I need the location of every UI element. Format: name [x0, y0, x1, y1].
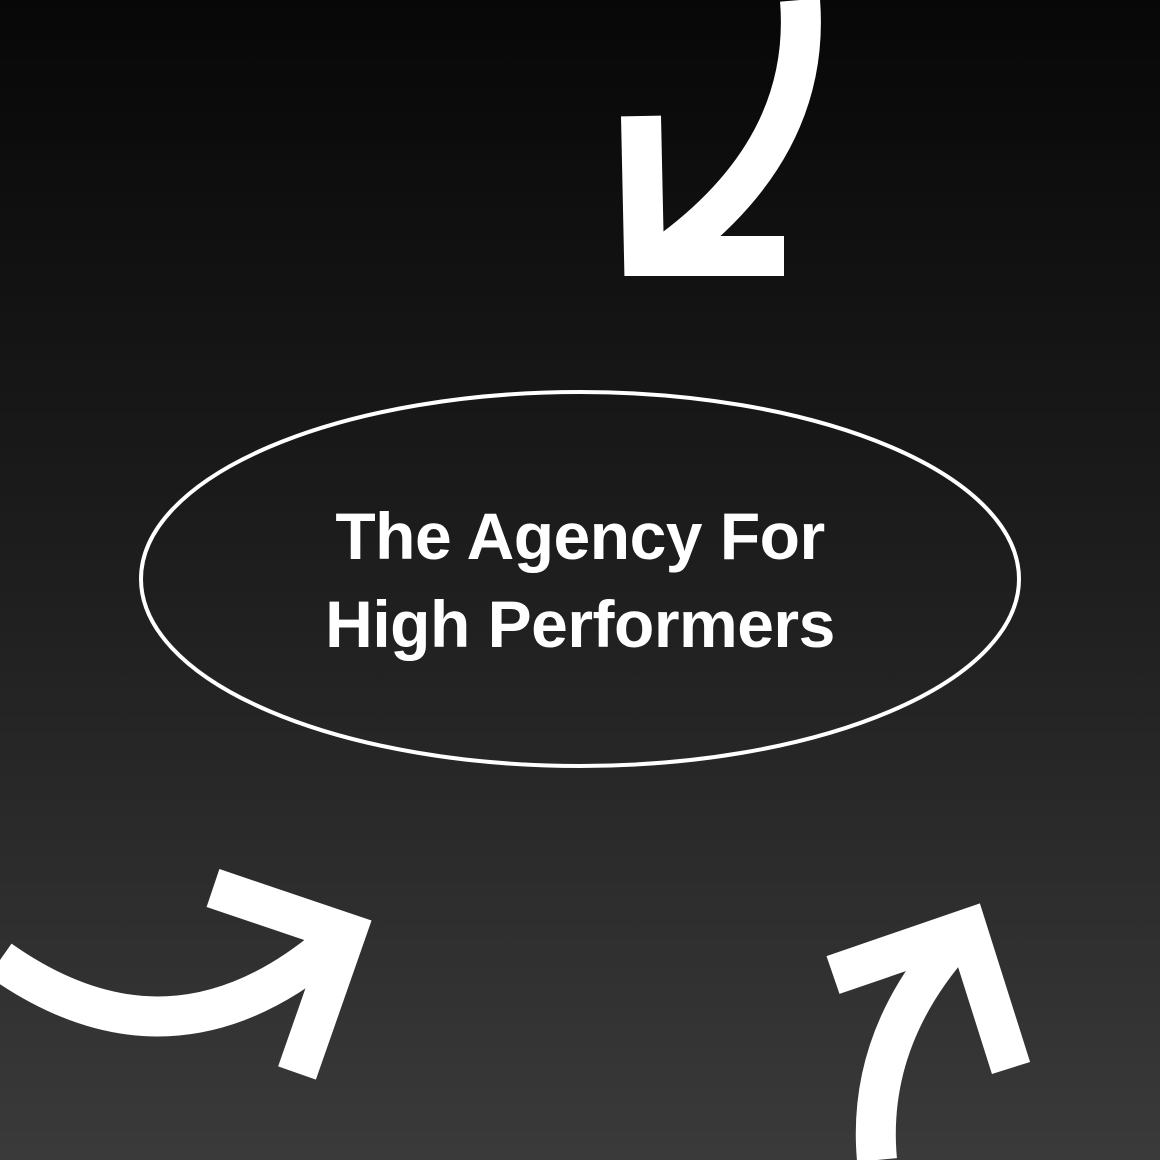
headline-line-1: The Agency For — [335, 499, 825, 573]
headline: The Agency For High Performers — [230, 492, 930, 668]
headline-line-2: High Performers — [325, 587, 835, 661]
